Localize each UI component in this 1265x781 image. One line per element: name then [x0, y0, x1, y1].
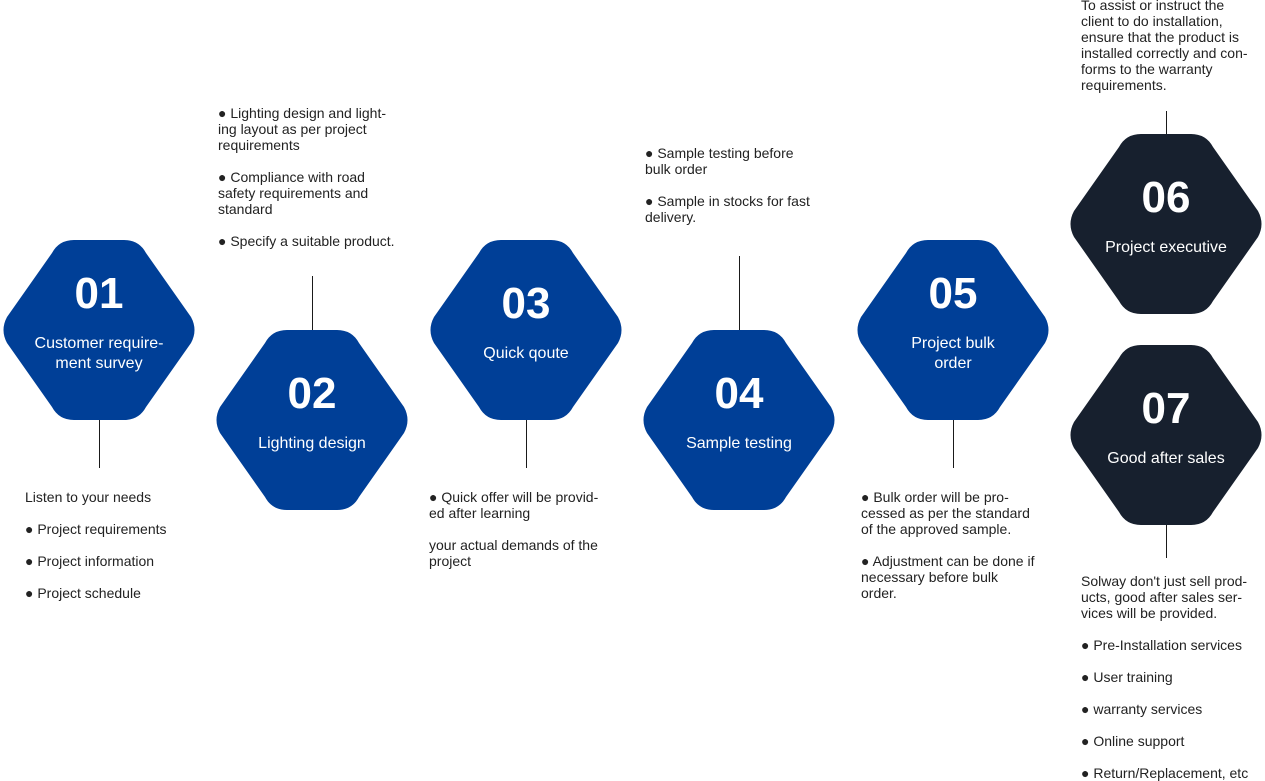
- desc-line: ● Specify a suitable product.: [218, 233, 395, 249]
- step-03-description: ● Quick offer will be provid- ed after l…: [429, 489, 629, 569]
- step-05-hexagon: 05 Project bulk order: [854, 240, 1052, 420]
- step-number: 02: [287, 369, 337, 418]
- desc-line: ● Project schedule: [25, 585, 141, 601]
- desc-line: ● warranty services: [1081, 701, 1203, 717]
- desc-line: ● Pre-Installation services: [1081, 637, 1242, 653]
- step-01-description: Listen to your needs ● Project requireme…: [25, 489, 205, 601]
- desc-line: ● Project information: [25, 553, 155, 569]
- hexagon-shape: [1070, 345, 1262, 525]
- step-06-hexagon: 06 Project executive: [1067, 134, 1265, 314]
- step-number: 01: [74, 269, 124, 318]
- connector-line: [953, 420, 954, 468]
- desc-line: your actual demands of the project: [429, 537, 598, 569]
- step-05-description: ● Bulk order will be pro- cessed as per …: [861, 489, 1061, 601]
- desc-line: ● Adjustment can be done if necessary be…: [861, 553, 1035, 601]
- step-label: Project executive: [1105, 239, 1227, 256]
- hexagon-shape: [216, 330, 408, 510]
- connector-line: [526, 420, 527, 468]
- desc-line: Listen to your needs: [25, 489, 152, 505]
- desc-line: To assist or instruct the client to do i…: [1081, 0, 1248, 93]
- desc-line: ● Project requirements: [25, 521, 167, 537]
- step-03-hexagon: 03 Quick qoute: [427, 240, 625, 420]
- step-label: Customer require- ment survey: [34, 335, 164, 372]
- desc-line: ● Sample in stocks for fast delivery.: [645, 193, 810, 225]
- step-number: 05: [928, 269, 978, 318]
- step-06-description: To assist or instruct the client to do i…: [1081, 0, 1265, 93]
- step-01-hexagon: 01 Customer require- ment survey: [0, 240, 198, 420]
- desc-line: ● User training: [1081, 669, 1173, 685]
- desc-line: ● Bulk order will be pro- cessed as per …: [861, 489, 1030, 537]
- step-number: 06: [1141, 173, 1191, 222]
- connector-line: [99, 420, 100, 468]
- desc-line: ● Compliance with road safety requiremen…: [218, 169, 369, 217]
- step-number: 04: [714, 369, 764, 418]
- connector-line: [1166, 525, 1167, 558]
- step-07-description: Solway don't just sell prod- ucts, good …: [1081, 573, 1265, 781]
- step-label: Sample testing: [686, 435, 792, 452]
- desc-line: ● Sample testing before bulk order: [645, 145, 794, 177]
- desc-line: ● Quick offer will be provid- ed after l…: [429, 489, 599, 521]
- hexagon-shape: [1070, 134, 1262, 314]
- step-label: Quick qoute: [483, 345, 569, 362]
- step-number: 07: [1141, 384, 1191, 433]
- desc-line: ● Lighting design and light- ing layout …: [218, 105, 387, 153]
- desc-line: ● Online support: [1081, 733, 1185, 749]
- hexagon-shape: [643, 330, 835, 510]
- step-label: Good after sales: [1107, 450, 1225, 467]
- hexagon-shape: [857, 240, 1049, 420]
- step-02-hexagon: 02 Lighting design: [213, 330, 411, 510]
- step-04-hexagon: 04 Sample testing: [640, 330, 838, 510]
- step-07-hexagon: 07 Good after sales: [1067, 345, 1265, 525]
- step-label: Lighting design: [258, 435, 366, 452]
- desc-line: Solway don't just sell prod- ucts, good …: [1081, 573, 1248, 621]
- step-02-description: ● Lighting design and light- ing layout …: [218, 105, 418, 249]
- connector-line: [739, 256, 740, 330]
- step-04-description: ● Sample testing before bulk order ● Sam…: [645, 145, 845, 225]
- connector-line: [1166, 111, 1167, 134]
- step-number: 03: [501, 279, 551, 328]
- hexagon-shape: [430, 240, 622, 420]
- step-label: Project bulk order: [911, 335, 995, 372]
- connector-line: [312, 276, 313, 330]
- hexagon-shape: [3, 240, 195, 420]
- desc-line: ● Return/Replacement, etc: [1081, 765, 1249, 781]
